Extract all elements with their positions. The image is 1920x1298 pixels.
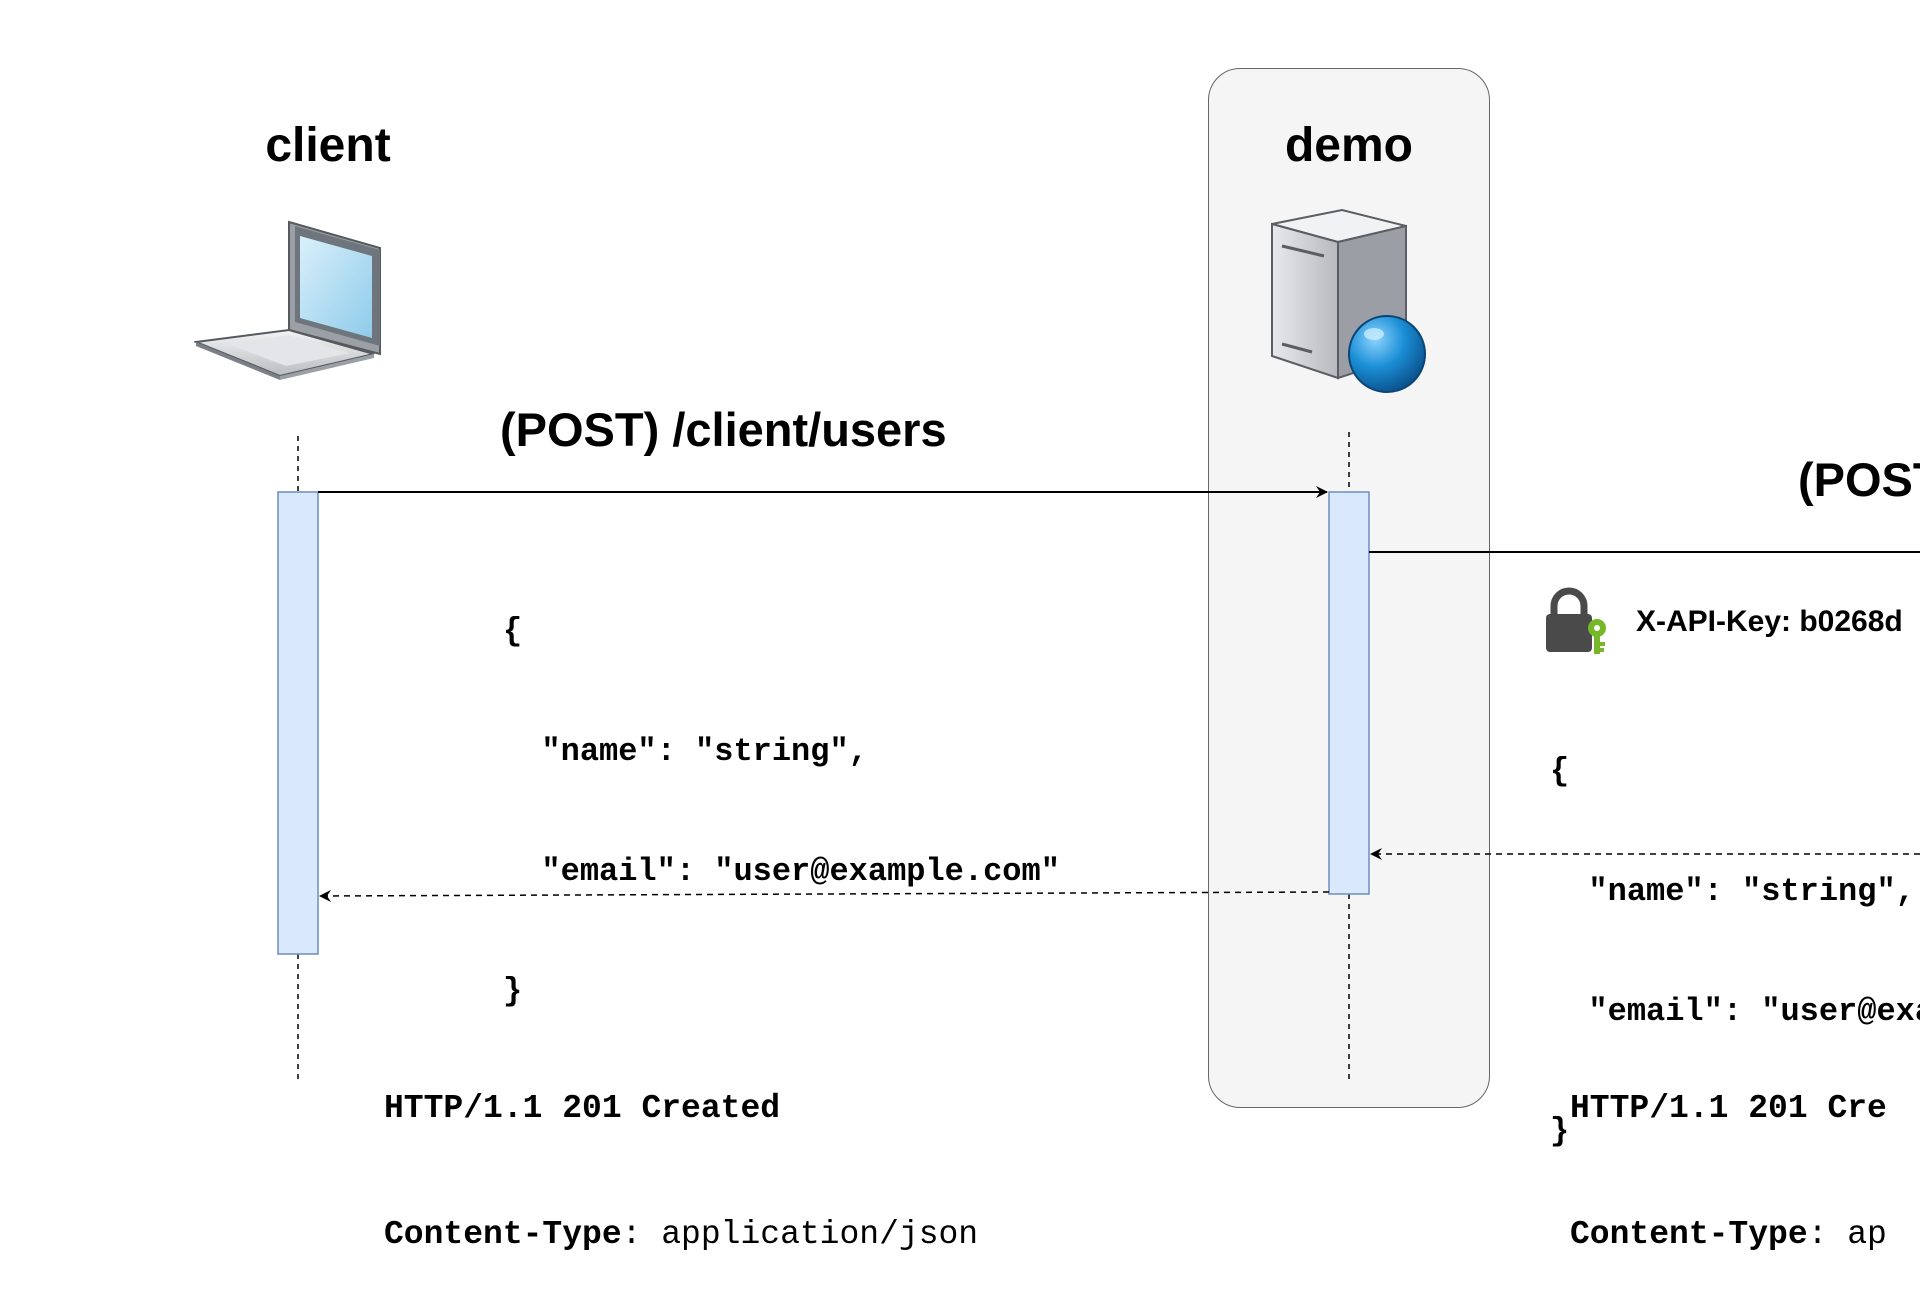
code-line: "name": "string", [503,733,868,770]
demo-activation [1328,491,1370,895]
client-title: client [265,119,391,172]
demo-title: demo [1284,119,1413,172]
code-line: "email": "user@example.com" [503,853,1060,890]
response-status: HTTP/1.1 201 Cre [1570,1090,1887,1127]
response-header-value: : ap [1807,1216,1887,1253]
request-label-client-demo: (POST) /client/users [500,403,947,456]
response-arrow-demo-client [319,889,1330,902]
api-key-header: X-API-Key: b0268d [1636,605,1903,638]
response-header-key: Content-Type [1570,1216,1808,1253]
request-label-demo-upstream: (POST [1798,453,1920,506]
client-activation [277,491,319,955]
code-line: "email": "user@exa [1550,993,1920,1030]
code-line: "name": "string", [1550,873,1915,910]
lock-key-icon [1546,587,1606,654]
response-header-line: Content-Type: application/json [384,1214,978,1256]
response-demo-client: HTTP/1.1 201 Created Content-Type: appli… [384,1004,978,1298]
sequence-canvas [277,432,1920,1080]
code-line: { [503,613,523,650]
laptop-icon [194,220,381,380]
code-line: } [503,973,523,1010]
response-upstream-demo: HTTP/1.1 201 Cre Content-Type: ap [1570,1004,1887,1298]
response-header-line: Content-Type: ap [1570,1214,1887,1256]
response-status: HTTP/1.1 201 Created [384,1090,781,1127]
web-server-icon [1271,208,1426,393]
request-body-demo-upstream: { "name": "string", "email": "user@exa } [1550,672,1920,1192]
code-line: { [1550,753,1570,790]
response-header-key: Content-Type [384,1216,622,1253]
response-header-value: : application/json [621,1216,979,1253]
request-body-client-demo: { "name": "string", "email": "user@examp… [503,532,1060,1052]
